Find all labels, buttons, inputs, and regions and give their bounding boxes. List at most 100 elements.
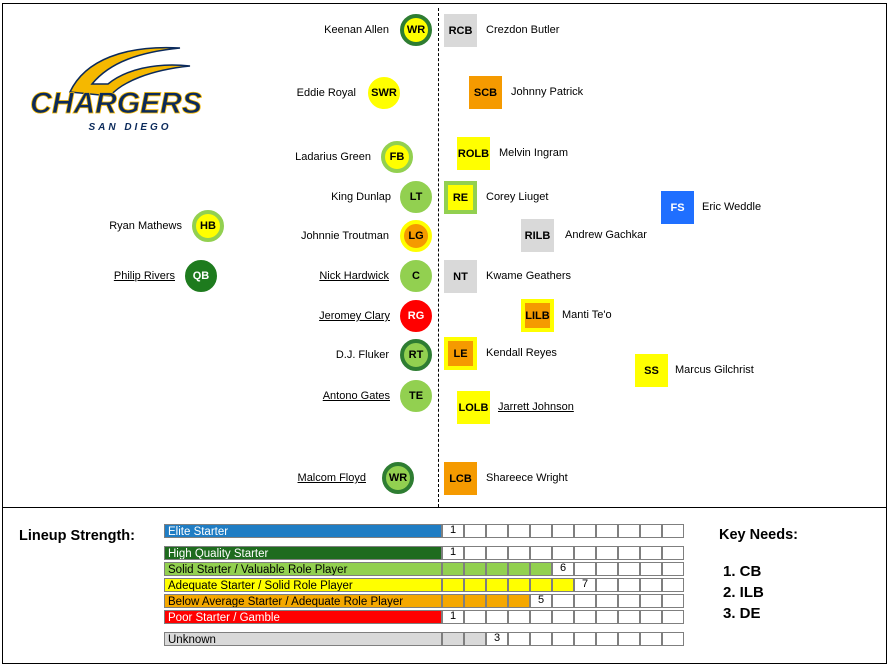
lineup-tier-label: High Quality Starter [164, 546, 442, 560]
defense-player-name: Corey Liuget [486, 191, 549, 203]
defense-player-name: Eric Weddle [702, 201, 762, 213]
lineup-tier-cell [640, 632, 662, 646]
lineup-tier-cell [574, 562, 596, 576]
lineup-tier-cell [508, 578, 530, 592]
defense-player-marker-lcb: LCB [444, 462, 477, 495]
logo-wordmark: CHARGERS [30, 87, 202, 120]
section-divider [2, 507, 887, 508]
defense-player-name: Jarrett Johnson [498, 401, 574, 413]
lineup-tier-cell [530, 632, 552, 646]
lineup-tier-cell [486, 524, 508, 538]
lineup-tier-cell [640, 578, 662, 592]
lineup-tier-cell [464, 546, 486, 560]
defense-player-marker-le: LE [444, 337, 477, 370]
lineup-tier-cell [530, 610, 552, 624]
lineup-strength-title: Lineup Strength: [19, 528, 135, 544]
lineup-tier-cell [596, 610, 618, 624]
lineup-tier-cell [552, 610, 574, 624]
lineup-tier-cell [618, 546, 640, 560]
lineup-tier-cell [574, 546, 596, 560]
offense-player-marker-rt: RT [400, 339, 432, 371]
lineup-tier-cell [574, 594, 596, 608]
offense-player-marker-qb: QB [185, 260, 217, 292]
lineup-tier-cell [574, 578, 596, 592]
offense-player-name: Keenan Allen [324, 24, 389, 36]
chargers-logo: CHARGERS SAN DIEGO [30, 46, 202, 133]
lineup-tier-cell [442, 578, 464, 592]
defense-player-name: Melvin Ingram [499, 147, 569, 159]
lineup-tier-label: Below Average Starter / Adequate Role Pl… [164, 594, 442, 608]
lineup-tier-cell [574, 632, 596, 646]
offense-player-marker-lt: LT [400, 181, 432, 213]
lineup-tier-cell [464, 524, 486, 538]
lineup-tier-cell [596, 524, 618, 538]
lineup-tier-cell [464, 594, 486, 608]
lineup-tier-cell [596, 578, 618, 592]
offense-player-marker-lg: LG [400, 220, 432, 252]
lineup-tier-cell [508, 632, 530, 646]
lineup-tier-cell [640, 562, 662, 576]
lineup-tier-cell [464, 578, 486, 592]
lineup-tier-count: 1 [449, 610, 457, 622]
lineup-tier-cell [552, 524, 574, 538]
lineup-tier-cell [662, 562, 684, 576]
lineup-tier-cell [618, 594, 640, 608]
lineup-tier-cell [464, 632, 486, 646]
lineup-tier-label: Elite Starter [164, 524, 442, 538]
lineup-tier-cell [662, 578, 684, 592]
offense-player-name: Antono Gates [322, 390, 390, 402]
lineup-tier-cell [530, 562, 552, 576]
defense-player-marker-rcb: RCB [444, 14, 477, 47]
defense-player-marker-ss: SS [635, 354, 668, 387]
lineup-tier-cell [530, 524, 552, 538]
lineup-tier-cell [486, 632, 508, 646]
lineup-tier-cell [464, 610, 486, 624]
lineup-tier-label: Unknown [164, 632, 442, 646]
lineup-tier-cell [442, 632, 464, 646]
depth-chart-frame [2, 3, 887, 664]
lineup-tier-cell [618, 632, 640, 646]
logo-subtitle: SAN DIEGO [88, 122, 171, 133]
lineup-tier-label: Poor Starter / Gamble [164, 610, 442, 624]
defense-player-marker-scb: SCB [469, 76, 502, 109]
lineup-tier-cell [464, 562, 486, 576]
lineup-tier-cell [486, 562, 508, 576]
lineup-tier-cell [662, 524, 684, 538]
offense-player-marker-c: C [400, 260, 432, 292]
offense-player-marker-fb: FB [381, 141, 413, 173]
offense-player-name: Ryan Mathews [109, 220, 182, 232]
lineup-tier-count: 1 [449, 546, 457, 558]
lineup-tier-cell [596, 562, 618, 576]
defense-player-marker-re: RE [444, 181, 477, 214]
lineup-tier-cell [662, 632, 684, 646]
lineup-tier-label: Adequate Starter / Solid Role Player [164, 578, 442, 592]
offense-player-marker-hb: HB [192, 210, 224, 242]
defense-player-marker-lolb: LOLB [457, 391, 490, 424]
key-needs-title: Key Needs: [719, 527, 798, 543]
lineup-tier-cell [618, 562, 640, 576]
defense-player-name: Shareece Wright [486, 472, 568, 484]
offense-player-name: Eddie Royal [296, 87, 356, 99]
offense-player-name: King Dunlap [331, 191, 391, 203]
offense-player-name: D.J. Fluker [335, 349, 389, 361]
defense-player-name: Kendall Reyes [486, 347, 557, 359]
defense-player-name: Kwame Geathers [486, 270, 571, 282]
lineup-tier-cell [640, 594, 662, 608]
offense-player-name: Jeromey Clary [319, 310, 390, 322]
defense-player-name: Crezdon Butler [486, 24, 560, 36]
lineup-tier-cell [596, 594, 618, 608]
lineup-tier-cell [486, 594, 508, 608]
defense-player-name: Marcus Gilchrist [675, 364, 754, 376]
lineup-tier-cell [662, 610, 684, 624]
lineup-tier-cell [552, 632, 574, 646]
lineup-tier-cell [508, 594, 530, 608]
lineup-tier-cell [662, 546, 684, 560]
lineup-tier-label: Solid Starter / Valuable Role Player [164, 562, 442, 576]
lineup-tier-cell [640, 524, 662, 538]
lineup-tier-cell [552, 546, 574, 560]
lineup-tier-count: 6 [559, 562, 567, 574]
defense-player-name: Andrew Gachkar [565, 229, 647, 241]
lineup-tier-cell [552, 578, 574, 592]
